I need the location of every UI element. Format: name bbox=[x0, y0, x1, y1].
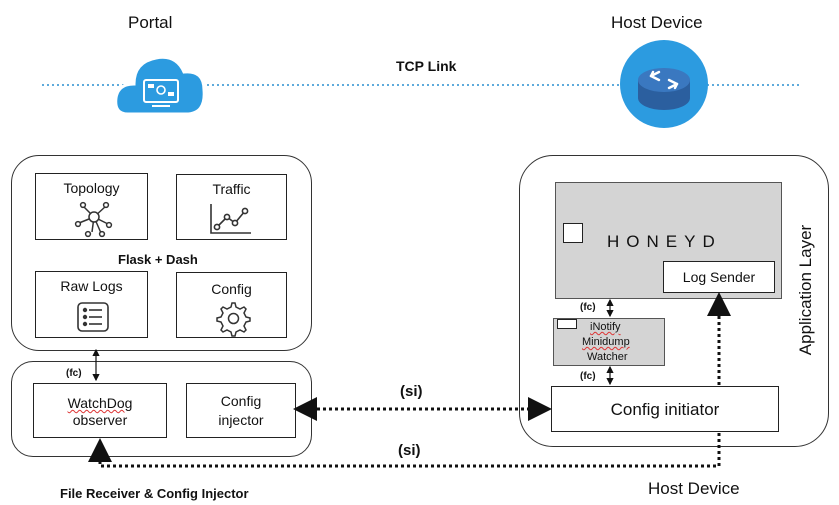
topology-label: Topology bbox=[63, 180, 120, 196]
portal-title: Portal bbox=[128, 13, 173, 32]
raw-logs-card[interactable]: Raw Logs bbox=[35, 271, 148, 338]
watchdog-label: WatchDog bbox=[67, 395, 133, 411]
log-sender-box[interactable]: Log Sender bbox=[663, 261, 775, 293]
fc-label-inotify: (fc) bbox=[580, 371, 596, 382]
inotify-line1: iNotify bbox=[590, 321, 621, 333]
host-device-caption: Host Device bbox=[648, 479, 740, 498]
inotify-line3: Watcher bbox=[587, 351, 628, 363]
cloud-portal-icon bbox=[112, 40, 208, 120]
raw-logs-label: Raw Logs bbox=[60, 278, 123, 294]
config-injector-box[interactable]: Config injector bbox=[186, 383, 296, 438]
topology-card[interactable]: Topology bbox=[35, 173, 148, 240]
line-chart-icon bbox=[210, 204, 251, 234]
log-sender-label: Log Sender bbox=[682, 269, 756, 285]
host-device-title: Host Device bbox=[611, 13, 703, 32]
config-injector-line1: Config bbox=[220, 393, 262, 409]
gear-icon bbox=[216, 302, 251, 337]
honeyd-small-square bbox=[563, 223, 583, 243]
traffic-card[interactable]: Traffic bbox=[176, 174, 287, 240]
config-initiator-label: Config initiator bbox=[610, 400, 720, 419]
inotify-small-square bbox=[557, 319, 577, 329]
list-icon bbox=[77, 302, 109, 332]
si-arrow-watchdog bbox=[88, 433, 721, 468]
framework-label: Flask + Dash bbox=[118, 252, 198, 267]
fc-label-honeyd: (fc) bbox=[580, 302, 596, 313]
config-label: Config bbox=[211, 281, 252, 297]
si-label-watchdog: (si) bbox=[398, 442, 421, 459]
config-card[interactable]: Config bbox=[176, 272, 287, 338]
si-label-injector: (si) bbox=[400, 383, 423, 400]
config-injector-line2: injector bbox=[218, 412, 264, 428]
watchdog-observer-box[interactable]: WatchDog observer bbox=[33, 383, 167, 438]
honeyd-label: HONEYD bbox=[607, 232, 722, 251]
traffic-label: Traffic bbox=[212, 181, 251, 197]
file-receiver-caption: File Receiver & Config Injector bbox=[60, 486, 249, 501]
router-icon bbox=[615, 38, 713, 130]
topology-icon bbox=[74, 201, 113, 238]
config-initiator-box[interactable]: Config initiator bbox=[551, 386, 779, 432]
observer-label: observer bbox=[72, 412, 128, 428]
inotify-line2: Minidump bbox=[582, 336, 630, 348]
fc-label-portal: (fc) bbox=[66, 368, 82, 379]
tcp-link-label: TCP Link bbox=[396, 58, 457, 74]
